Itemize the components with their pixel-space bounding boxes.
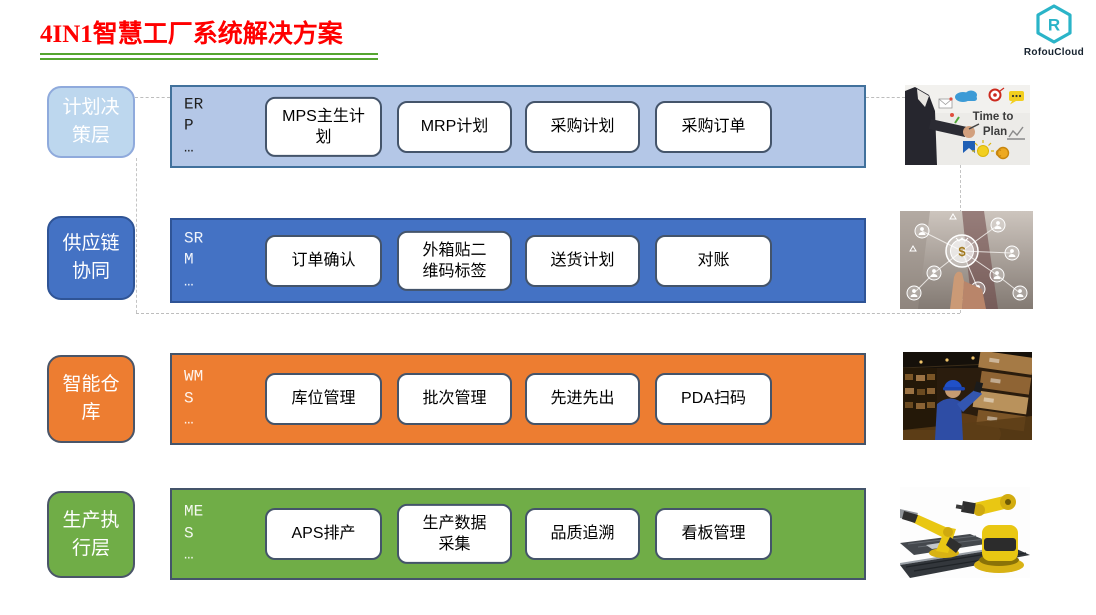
- gripper: [961, 501, 976, 515]
- mes-system-label: ME S …: [184, 502, 204, 564]
- left-shelving: [903, 368, 937, 430]
- speech-bubble-icon: [1009, 91, 1024, 105]
- layer-chip-label: 生产执 行层: [62, 509, 120, 559]
- network-money-image: $: [900, 211, 1033, 309]
- warehouse-photo: [903, 352, 1032, 440]
- module-box-purchase-plan: 采购计划: [525, 100, 640, 153]
- module-box-delivery-plan: 送货计划: [525, 234, 640, 287]
- connector-bar-to-image: [866, 97, 905, 98]
- module-box-qrcode-label: 外箱贴二 维码标签: [397, 230, 512, 291]
- layer-chip-warehouse: 智能仓 库: [47, 355, 135, 443]
- logo-hexagon-icon: R: [1036, 4, 1072, 44]
- target-icon: [988, 87, 1005, 102]
- module-box-order-confirm: 订单确认: [265, 234, 382, 287]
- module-box-pda-scan: PDA扫码: [655, 373, 772, 425]
- robot-arms-image: [900, 487, 1030, 578]
- production-photo: [900, 487, 1030, 578]
- envelope-icon: [938, 97, 953, 109]
- mes-bar: ME S … APS排产 生产数据 采集 品质追溯 看板管理: [170, 488, 866, 580]
- module-box-bin-mgmt: 库位管理: [265, 373, 382, 425]
- robot-arm-right: [955, 494, 1024, 573]
- srm-bar: SR M … 订单确认 外箱贴二 维码标签 送货计划 对账: [170, 218, 866, 303]
- layer-chip-supply-chain: 供应链 协同: [47, 216, 135, 300]
- businessman-figure: [905, 87, 980, 165]
- module-box-purchase-order: 采购订单: [655, 100, 772, 153]
- module-box-reconciliation: 对账: [655, 234, 772, 287]
- module-box-kanban: 看板管理: [655, 508, 772, 560]
- logo-letter: R: [1048, 16, 1060, 35]
- srm-system-label: SR M …: [184, 229, 204, 291]
- rofoucloud-logo: R RofouCloud: [1022, 4, 1086, 58]
- module-box-mps: MPS主生计 划: [265, 96, 382, 157]
- chart-doodle-icon: [1007, 126, 1025, 140]
- module-box-aps: APS排产: [265, 508, 382, 560]
- lightbulb-icon: [972, 140, 994, 157]
- module-box-production-data: 生产数据 采集: [397, 503, 512, 565]
- planning-photo: Time to Plan: [905, 85, 1030, 165]
- logo-wordmark: RofouCloud: [1023, 47, 1085, 58]
- module-box-batch-mgmt: 批次管理: [397, 373, 512, 425]
- wms-system-label: WM S …: [184, 367, 204, 429]
- layer-chip-label: 智能仓 库: [62, 374, 120, 423]
- person-node-icons: [906, 217, 1028, 301]
- warning-triangle-icons: [909, 213, 957, 252]
- title-underline: [40, 53, 378, 60]
- hard-hat: [944, 380, 962, 389]
- coin-icon: [995, 146, 1010, 160]
- scanner-device: [973, 381, 984, 393]
- gripper: [902, 511, 918, 523]
- plan-caption-line1: Time to: [973, 111, 1014, 123]
- check-doodle-icon: [950, 113, 960, 124]
- plan-caption-line2: Plan: [983, 126, 1007, 138]
- warehouse-worker: [935, 380, 984, 440]
- connector-chip-to-bar: [135, 97, 170, 98]
- cloud-icon: [955, 90, 977, 102]
- erp-system-label: ER P …: [184, 95, 204, 157]
- supply-network-photo: $: [900, 211, 1033, 309]
- robot-arm-left: [900, 509, 962, 558]
- module-box-fifo: 先进先出: [525, 373, 640, 425]
- layer-chip-planning: 计划决 策层: [47, 86, 135, 158]
- erp-bar: ER P … MPS主生计 划 MRP计划 采购计划 采购订单: [170, 85, 866, 168]
- page-title: 4IN1智慧工厂系统解决方案: [40, 21, 343, 48]
- layer-chip-label: 供应链 协同: [62, 233, 120, 282]
- dollar-sign: $: [958, 244, 966, 259]
- connector-left-vertical: [136, 158, 137, 313]
- wms-bar: WM S … 库位管理 批次管理 先进先出 PDA扫码: [170, 353, 866, 445]
- dollar-node-icon: $: [945, 234, 979, 268]
- pointing-finger: [950, 271, 986, 309]
- warehouse-scan-image: [903, 352, 1032, 440]
- layer-chip-production: 生产执 行层: [47, 491, 135, 578]
- module-box-quality-trace: 品质追溯: [525, 508, 640, 560]
- flag-icon: [963, 141, 975, 153]
- time-to-plan-image: Time to Plan: [905, 85, 1030, 165]
- module-box-mrp: MRP计划: [397, 100, 512, 153]
- connector-bottom-horizontal: [136, 313, 960, 314]
- layer-chip-label: 计划决 策层: [62, 97, 120, 146]
